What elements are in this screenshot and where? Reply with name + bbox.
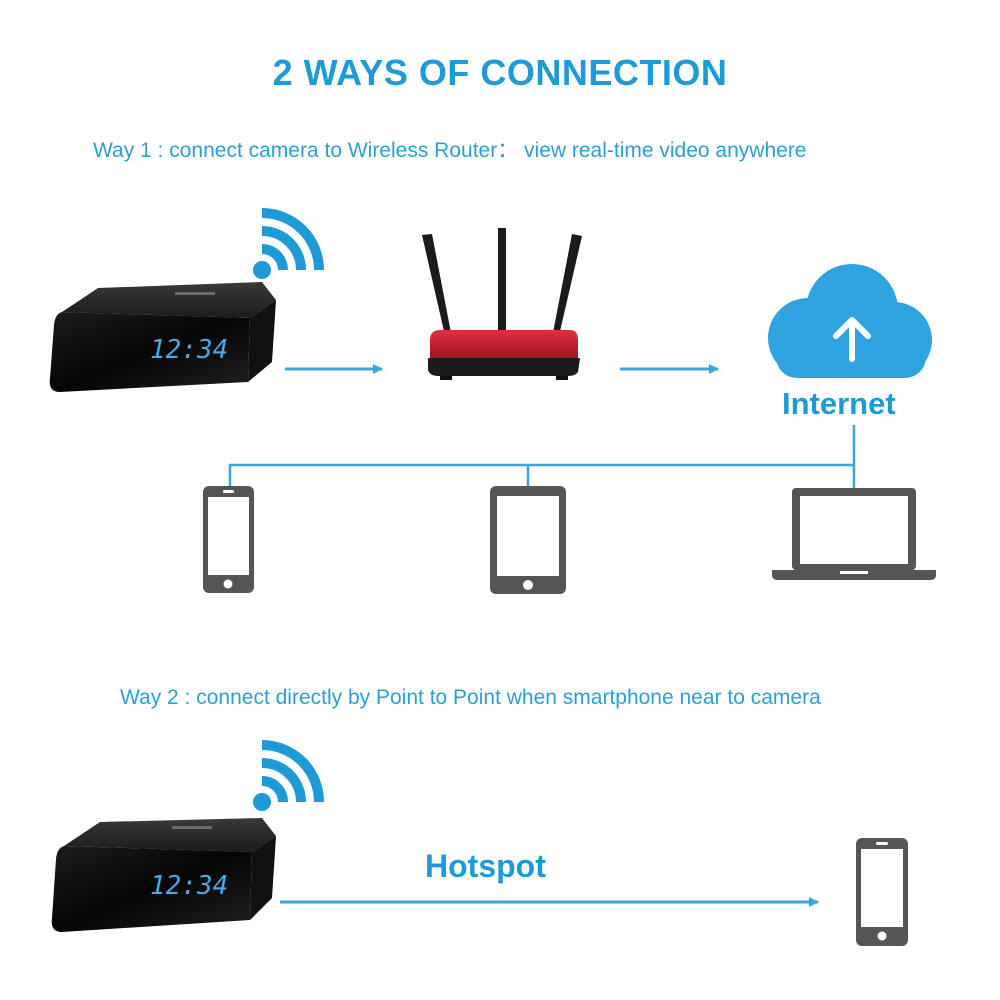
diagram-title: 2 WAYS OF CONNECTION: [272, 52, 728, 93]
internet-label: Internet: [782, 386, 896, 421]
wifi-router-icon: [422, 228, 582, 380]
way2-caption: Way 2 : connect directly by Point to Poi…: [120, 686, 821, 709]
smartphone-icon-2: [856, 838, 908, 946]
wifi-icon: [253, 208, 324, 279]
internet-cloud-icon: [768, 264, 932, 378]
camera-clock-1: 12:34: [150, 335, 228, 365]
camera-device-2: [51, 818, 276, 932]
tablet-icon: [490, 486, 566, 594]
camera-clock-2: 12:34: [150, 871, 228, 901]
laptop-icon: [772, 488, 936, 580]
wifi-icon: [253, 740, 324, 811]
device-connection-lines: [228, 425, 856, 488]
hotspot-label: Hotspot: [425, 848, 546, 884]
way1-caption: Way 1 : connect camera to Wireless Route…: [93, 139, 807, 162]
smartphone-icon-1: [203, 486, 254, 593]
camera-device-1: [49, 282, 276, 392]
